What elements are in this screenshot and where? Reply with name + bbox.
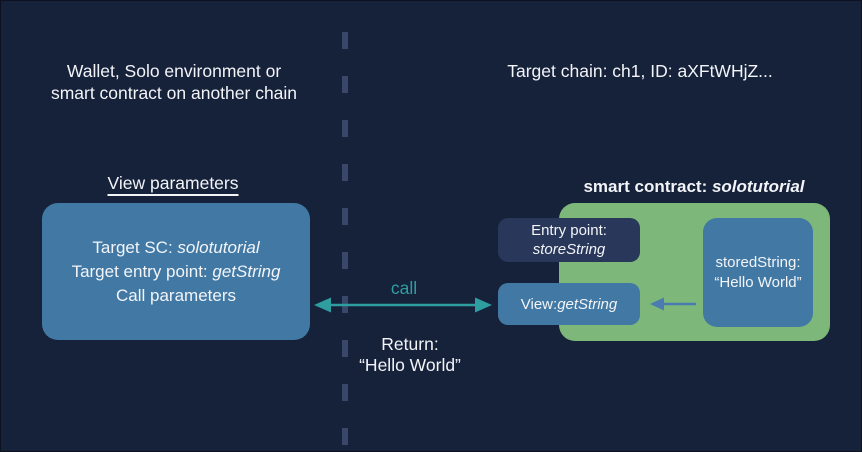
view-box: View: getString xyxy=(498,283,640,325)
stored-string-box: storedString: “Hello World” xyxy=(703,218,813,327)
entry-point-box-line1: Entry point: xyxy=(531,222,607,239)
contract-title-value: solotutorial xyxy=(711,177,805,196)
caller-box: Target SC: solotutorial Target entry poi… xyxy=(42,203,310,340)
view-parameters-heading: View parameters xyxy=(107,173,239,193)
target-entry-point-value: getString xyxy=(212,261,281,281)
target-entry-point-line: Target entry point: getString xyxy=(71,261,281,281)
stored-string-box-line2: “Hello World” xyxy=(714,273,802,291)
call-parameters-line: Call parameters xyxy=(116,285,236,305)
call-label: call xyxy=(390,278,418,298)
caller-description-line2: smart contract on another chain xyxy=(50,83,298,103)
read-arrow-icon xyxy=(650,297,696,311)
call-arrow-icon xyxy=(314,294,492,316)
target-sc-line: Target SC: solotutorial xyxy=(92,237,260,257)
view-box-value: getString xyxy=(557,295,618,313)
entry-point-box: Entry point: storeString xyxy=(498,218,640,262)
contract-title: smart contract: solotutorial xyxy=(583,177,805,196)
caller-description: Wallet, Solo environment or smart contra… xyxy=(28,60,320,104)
return-label-line1: Return: xyxy=(381,334,439,354)
return-label-line2: “Hello World” xyxy=(359,355,461,375)
target-chain-label: Target chain: ch1, ID: aXFtWHjZ... xyxy=(507,61,773,81)
target-sc-value: solotutorial xyxy=(177,237,260,257)
entry-point-box-line2: storeString xyxy=(532,241,606,258)
return-label: Return: “Hello World” xyxy=(330,334,490,376)
chain-boundary-divider xyxy=(342,32,348,446)
stored-string-box-line1: storedString: xyxy=(715,253,801,271)
caller-description-line1: Wallet, Solo environment or xyxy=(66,61,282,81)
